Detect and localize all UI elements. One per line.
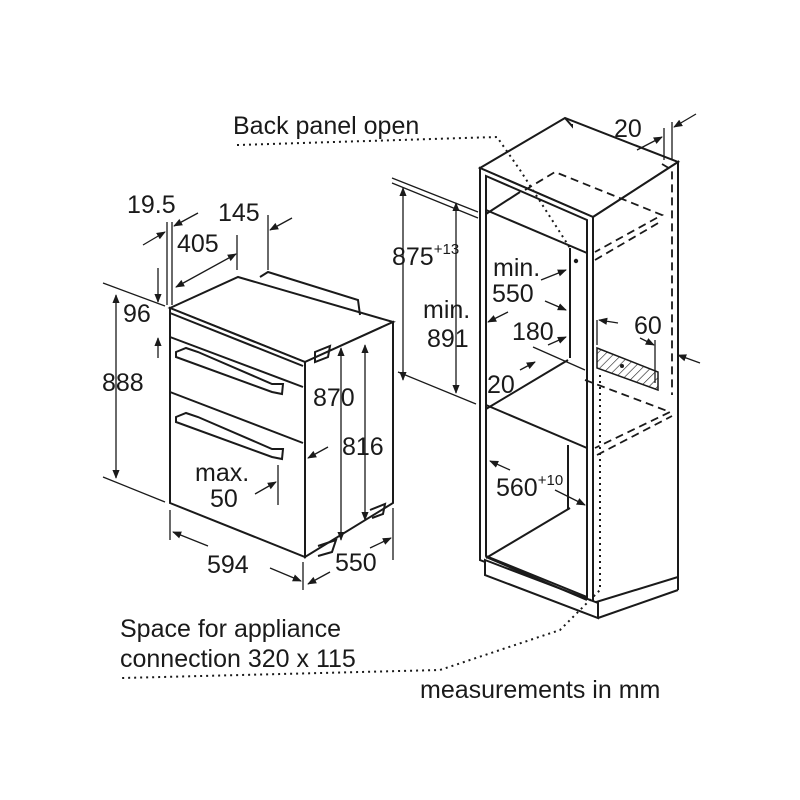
min-depth-label-2: 550 bbox=[492, 280, 534, 308]
oven-888-label: 888 bbox=[102, 369, 144, 397]
cabinet-top-depth-label: 20 bbox=[614, 115, 642, 143]
oven-max-label-2: 50 bbox=[210, 485, 238, 513]
oven-870-label: 870 bbox=[313, 384, 355, 412]
oven-max-label-1: max. bbox=[195, 459, 249, 487]
vent-180-label: 180 bbox=[512, 318, 554, 346]
oven-depth-label: 550 bbox=[335, 549, 377, 577]
niche-width-label: 560+10 bbox=[496, 472, 563, 502]
shelf-20-label: 20 bbox=[487, 371, 515, 399]
oven-width-label: 594 bbox=[207, 551, 249, 579]
oven-816-label: 816 bbox=[342, 433, 384, 461]
oven-19-5-label: 19.5 bbox=[127, 191, 176, 219]
units-label: measurements in mm bbox=[420, 676, 660, 704]
min-height-label-1: min. bbox=[423, 296, 470, 324]
cabinet-opening bbox=[485, 174, 588, 599]
oven-145-label: 145 bbox=[218, 199, 260, 227]
space-label-2: connection 320 x 115 bbox=[120, 645, 356, 673]
oven-96-label: 96 bbox=[123, 300, 151, 328]
lower-door-handle bbox=[175, 411, 285, 461]
min-height-label-2: 891 bbox=[427, 325, 469, 353]
dimension-lines bbox=[102, 113, 701, 590]
vent-60-label: 60 bbox=[634, 312, 662, 340]
min-depth-label-1: min. bbox=[493, 254, 540, 282]
labels: Back panel open 20 875+13 min. 891 min. … bbox=[102, 112, 662, 704]
space-label-1: Space for appliance bbox=[120, 615, 341, 643]
oven bbox=[167, 270, 396, 559]
back-panel-label: Back panel open bbox=[233, 112, 419, 140]
niche-height-label: 875+13 bbox=[392, 241, 459, 271]
oven-front bbox=[169, 306, 306, 559]
oven-405-label: 405 bbox=[177, 230, 219, 258]
upper-door-handle bbox=[175, 346, 285, 396]
ventilation-slot bbox=[596, 346, 659, 392]
